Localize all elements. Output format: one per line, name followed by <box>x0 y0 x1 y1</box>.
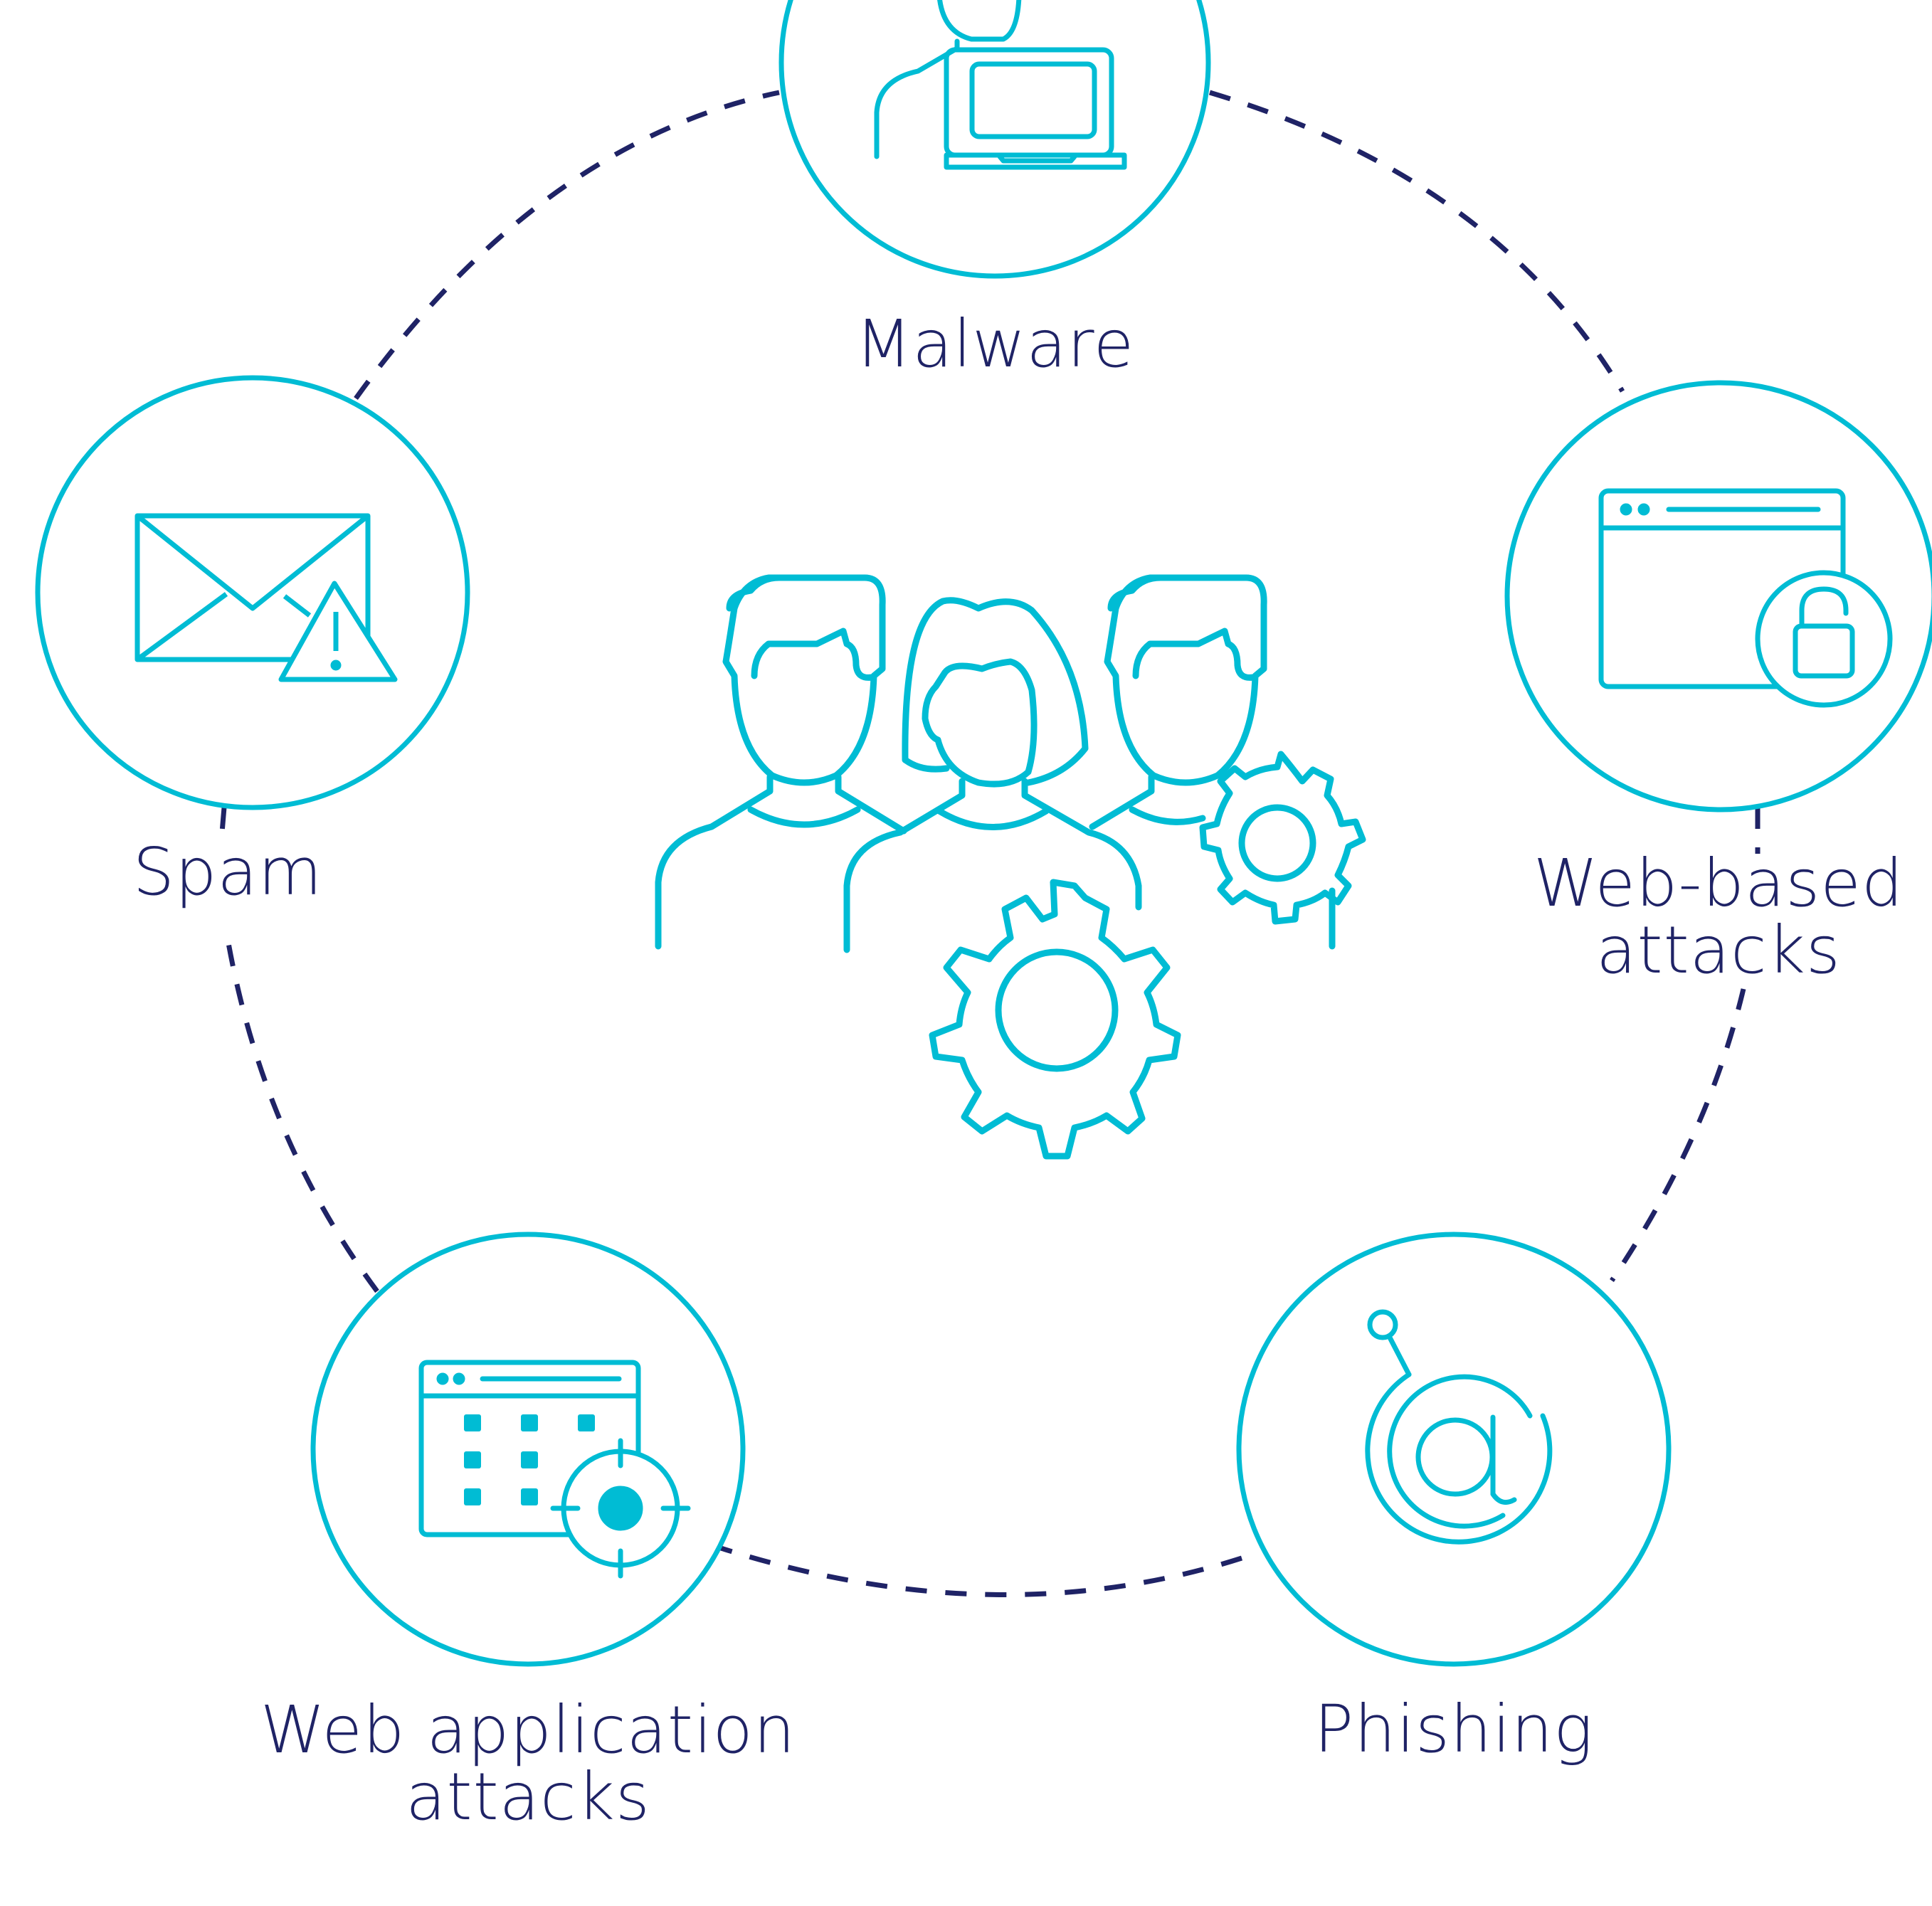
connector-phishing-webapp <box>717 1545 1243 1597</box>
at-sign-with-hook-icon <box>1365 1309 1553 1545</box>
webapp-circle <box>310 1232 746 1667</box>
spam-label-line-1: Spam <box>132 834 323 910</box>
connector-malware-webbased <box>1208 90 1625 393</box>
dashed-connectors <box>219 90 1761 1597</box>
team-with-gears-icon <box>655 574 1366 1160</box>
webbased-label-line-1: Web-based <box>1533 845 1904 921</box>
browser-with-unlocked-padlock-icon <box>1598 488 1893 708</box>
webbased-label-line-2: attacks <box>1596 912 1841 988</box>
spam-label: Spam <box>85 840 370 905</box>
malware-label-line-1: Malware <box>855 306 1135 382</box>
connector-spam-malware <box>354 90 780 401</box>
phishing-label: Phishing <box>1311 1697 1596 1762</box>
spam-circle <box>35 375 470 810</box>
webbased-label: Web-based attacks <box>1505 850 1932 984</box>
webapp-label: Web application attacks <box>243 1697 813 1831</box>
connector-spam-label-gap <box>219 807 227 833</box>
connector-webbased-phishing <box>1610 988 1746 1282</box>
browser-grid-with-target-icon <box>418 1360 691 1579</box>
phishing-label-line-1: Phishing <box>1314 1691 1594 1767</box>
envelope-with-warning-icon <box>134 513 398 682</box>
node-circles <box>35 0 1932 1667</box>
webapp-label-line-2: attacks <box>406 1759 650 1835</box>
hacker-at-laptop-icon <box>874 0 1127 170</box>
malware-label: Malware <box>852 312 1137 377</box>
connector-webapp-spam <box>225 938 379 1293</box>
webapp-label-line-1: Web application <box>260 1692 796 1768</box>
phishing-circle <box>1236 1232 1672 1667</box>
